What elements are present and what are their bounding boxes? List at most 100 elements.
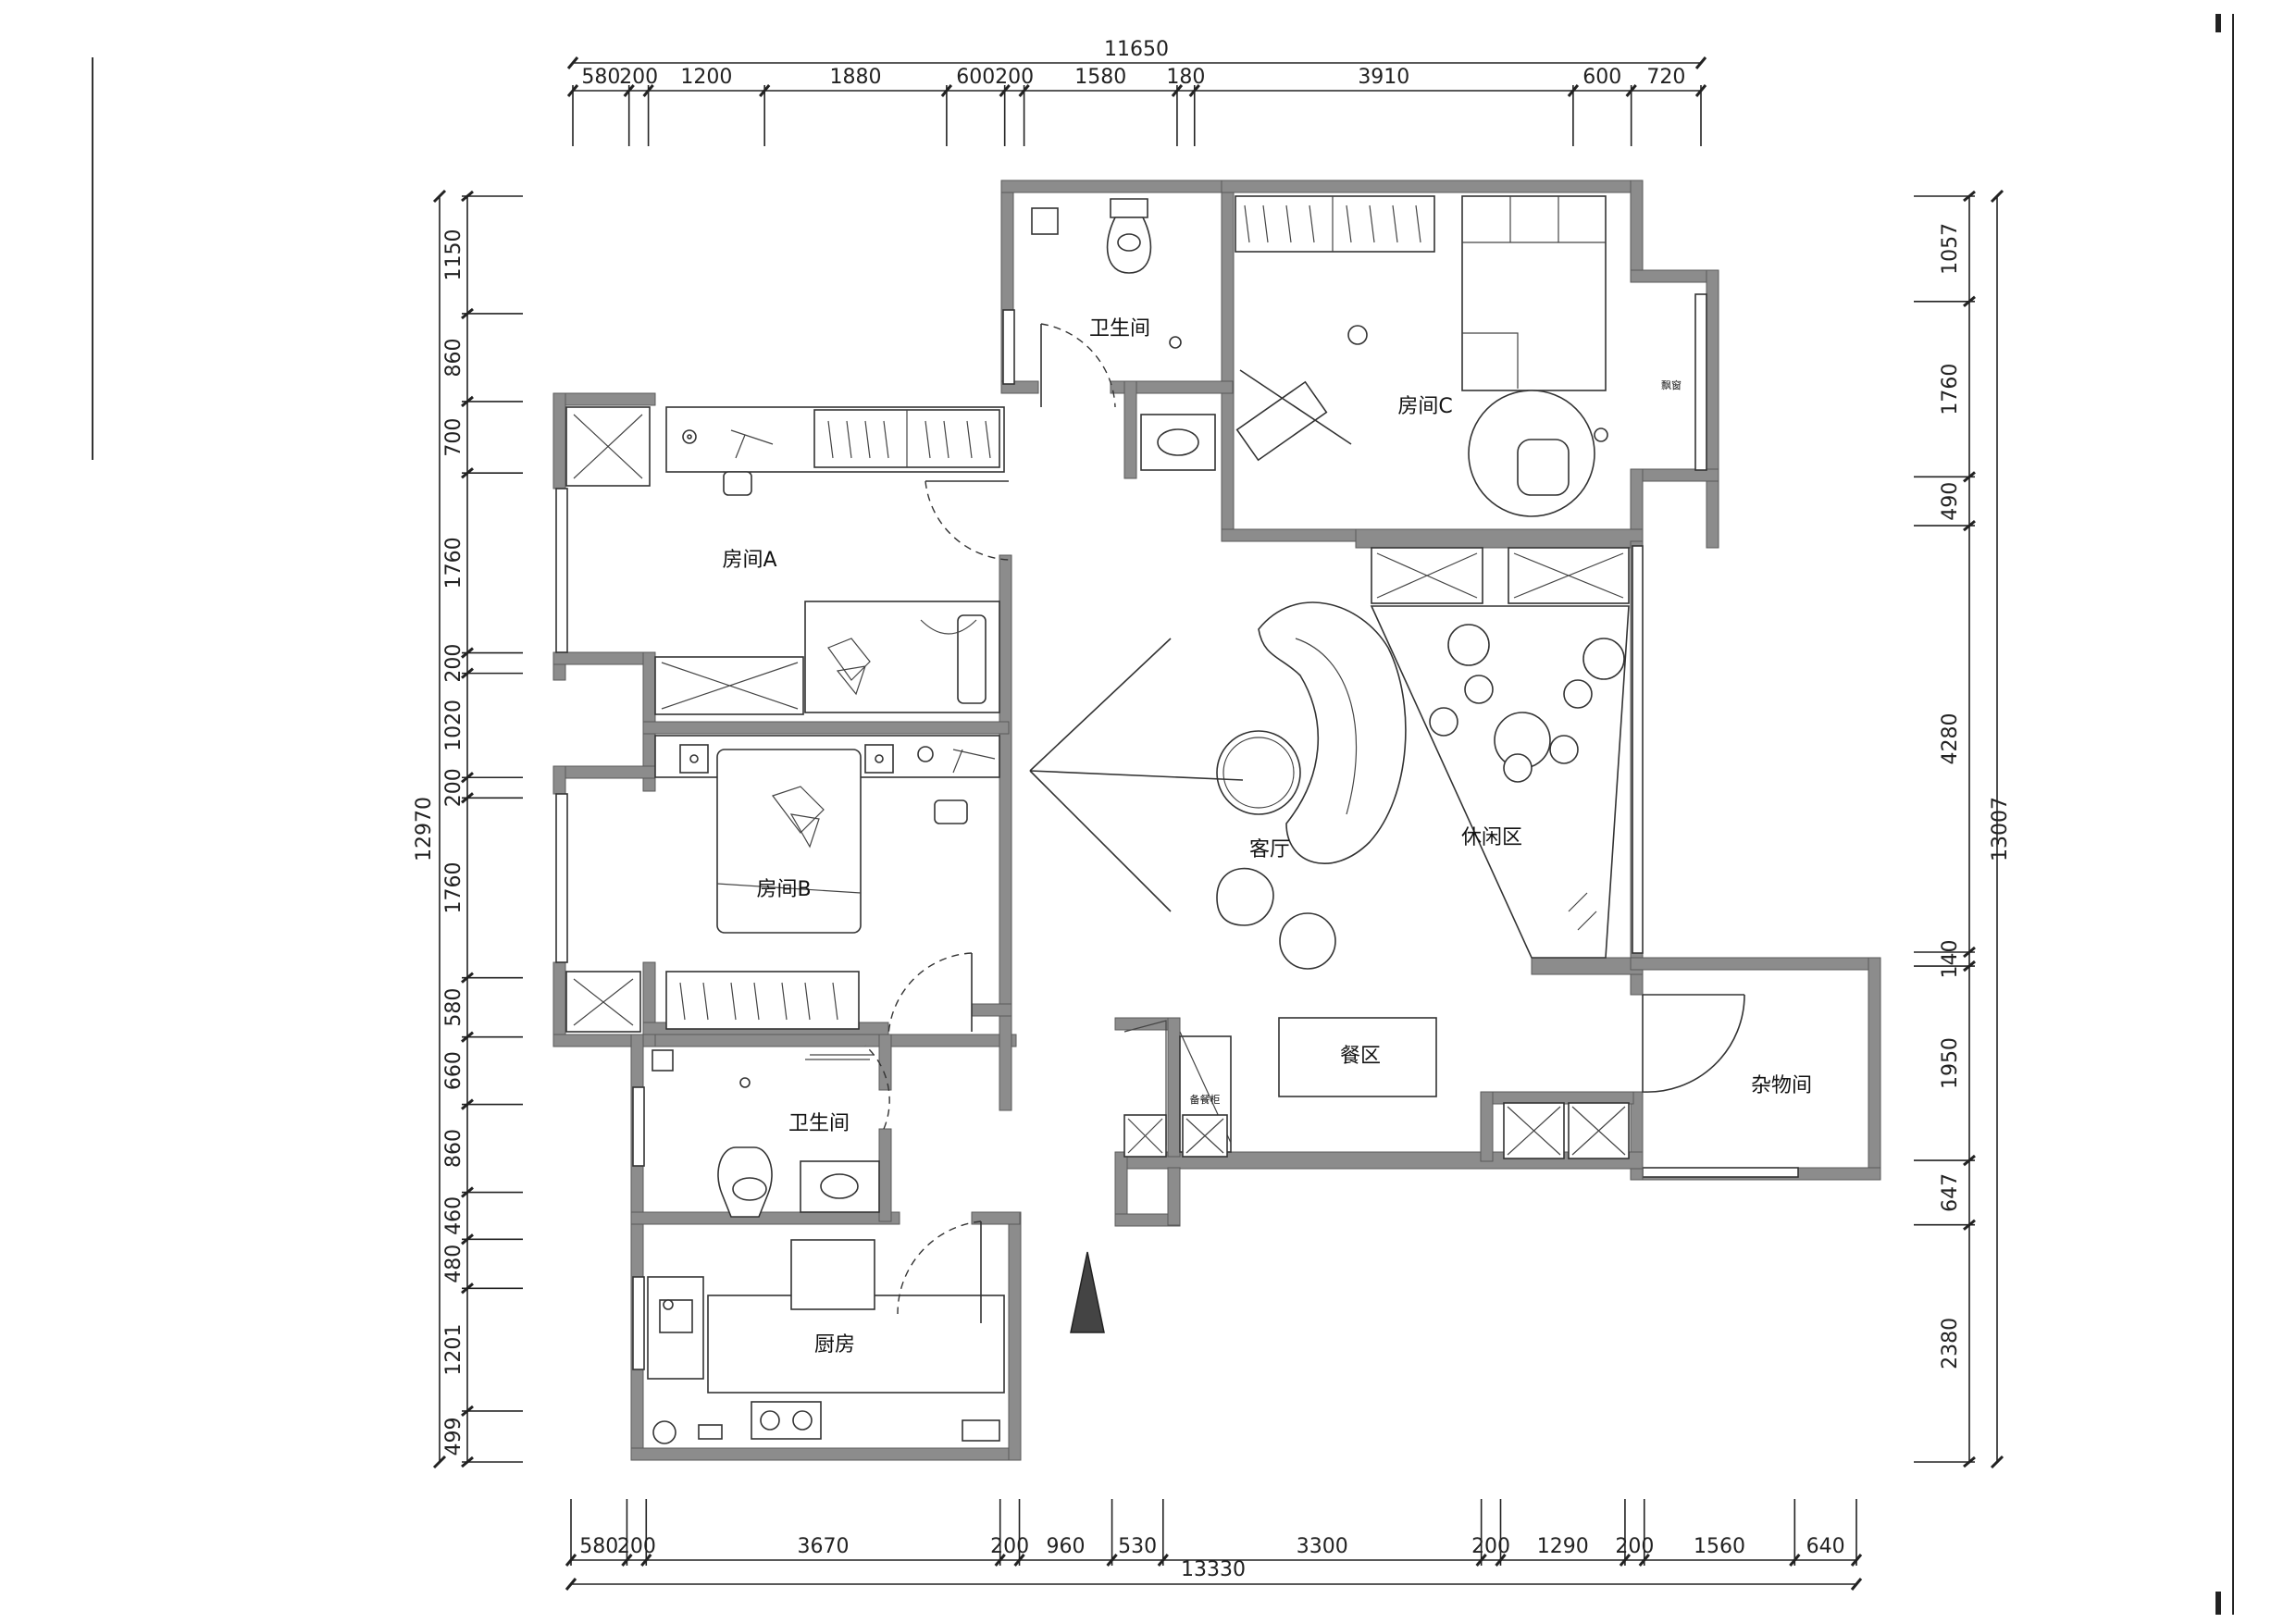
dim-label: 3910 (1358, 66, 1409, 89)
dim-tick-mark (461, 647, 474, 659)
dim-label: 200 (617, 1535, 656, 1558)
dim-label: 1760 (442, 861, 465, 913)
dim-label: 600 (1582, 66, 1621, 89)
dim-tick-mark (1567, 84, 1580, 97)
dim-tick-mark (461, 1233, 474, 1245)
label-room-a: 房间A (722, 549, 776, 572)
dimension-right: 13007 1057 1760 490 4280 140 1950 647 2380 (1914, 189, 2012, 1469)
dim-label: 1290 (1537, 1535, 1589, 1558)
dim-tick-mark (461, 792, 474, 804)
dim-tick-mark (1171, 84, 1184, 97)
dim-label: 1201 (442, 1324, 465, 1376)
dim-label: 600 (956, 66, 995, 89)
dim-tick-mark (1963, 1154, 1976, 1167)
dim-label: 460 (442, 1196, 465, 1235)
dim-tick-mark (566, 84, 579, 97)
dim-tick-mark (461, 1456, 474, 1468)
dim-label: 200 (619, 66, 658, 89)
dim-label: 3300 (1297, 1535, 1348, 1558)
dim-tick-mark (461, 467, 474, 479)
dim-tick-mark (461, 667, 474, 679)
dim-tick-mark (994, 1554, 1006, 1567)
dim-tick-mark (1963, 1219, 1976, 1231)
dim-label: 200 (990, 1535, 1029, 1558)
dim-tick-mark (1638, 1554, 1650, 1567)
label-storage: 杂物间 (1751, 1074, 1812, 1097)
label-room-b: 房间B (756, 878, 811, 901)
dim-tick-mark (461, 772, 474, 784)
dim-tick-mark (1018, 84, 1030, 97)
dim-tick-mark (1963, 1456, 1976, 1468)
dimension-left: 12970 1150860700176020010202001760580660… (413, 189, 523, 1469)
room-labels: 房间A 房间B 房间C 卫生间 卫生间 客厅 休闲区 餐区 杂物间 厨房 (722, 317, 1812, 1357)
dim-tick-mark (1963, 960, 1976, 973)
dim-tick-mark (1963, 471, 1976, 483)
dim-tick-mark (1694, 84, 1707, 97)
dim-label: 200 (1471, 1535, 1510, 1558)
dim-label: 1950 (1939, 1037, 1962, 1089)
label-kitchen: 厨房 (814, 1333, 855, 1357)
furniture: 飘窗 备餐柜 (565, 195, 1745, 1444)
dim-label: 660 (442, 1051, 465, 1090)
dim-label: 1580 (1074, 66, 1126, 89)
dim-label: 1200 (680, 66, 732, 89)
dim-label: 1560 (1694, 1535, 1745, 1558)
dim-label: 480 (442, 1245, 465, 1283)
label-bay-window: 飘窗 (1661, 378, 1682, 391)
label-bath-top: 卫生间 (1089, 317, 1150, 341)
dim-label: 200 (442, 644, 465, 683)
north-arrow-icon (1070, 1251, 1105, 1333)
dim-label: 499 (442, 1417, 465, 1456)
dim-label: 1880 (830, 66, 882, 89)
dim-label: 4280 (1939, 713, 1962, 765)
dim-label: 647 (1939, 1173, 1962, 1212)
dim-label: 140 (1939, 940, 1962, 979)
dim-tick-mark (1850, 1554, 1863, 1567)
label-dining: 餐区 (1340, 1045, 1381, 1068)
dim-label: 1020 (442, 700, 465, 751)
dim-tick-mark (461, 190, 474, 203)
dim-tick-mark (1495, 1554, 1507, 1567)
dim-label: 1150 (442, 229, 465, 280)
dim-label: 1057 (1939, 223, 1962, 275)
dim-label: 200 (995, 66, 1034, 89)
dim-tick-mark (1963, 295, 1976, 307)
walls (552, 180, 1881, 1461)
dim-label: 720 (1646, 66, 1685, 89)
label-leisure: 休闲区 (1461, 826, 1522, 849)
dim-tick-mark (1963, 519, 1976, 532)
dim-bottom-total: 13330 (1181, 1558, 1246, 1581)
dim-label: 580 (581, 66, 620, 89)
dim-label: 180 (1166, 66, 1205, 89)
dim-label: 1760 (1939, 364, 1962, 415)
dim-label: 1760 (442, 537, 465, 588)
dim-label: 200 (1615, 1535, 1654, 1558)
label-sideboard: 备餐柜 (1190, 1093, 1221, 1106)
dim-right-total: 13007 (1989, 797, 2012, 861)
dim-tick-mark (1625, 84, 1637, 97)
dim-tick-mark (1475, 1554, 1487, 1567)
label-living: 客厅 (1249, 838, 1290, 861)
dim-tick-mark (640, 1554, 652, 1567)
dim-label: 2380 (1939, 1318, 1962, 1369)
dim-label: 960 (1047, 1535, 1086, 1558)
dim-tick-mark (461, 1405, 474, 1418)
label-bath-bottom: 卫生间 (788, 1112, 850, 1135)
dim-label: 860 (442, 338, 465, 377)
dim-label: 490 (1939, 482, 1962, 521)
dim-label: 580 (579, 1535, 618, 1558)
dim-tick-mark (1619, 1554, 1632, 1567)
dim-tick-mark (1963, 946, 1976, 959)
dim-tick-mark (1013, 1554, 1025, 1567)
dim-tick-mark (1188, 84, 1200, 97)
dim-tick-mark (461, 395, 474, 408)
label-room-c: 房间C (1397, 395, 1452, 418)
dim-tick-mark (1157, 1554, 1169, 1567)
dim-tick-mark (461, 972, 474, 984)
dim-tick-mark (1789, 1554, 1801, 1567)
dim-label: 860 (442, 1129, 465, 1168)
dim-tick-mark (1106, 1554, 1118, 1567)
dim-top-total: 11650 (1104, 38, 1169, 61)
